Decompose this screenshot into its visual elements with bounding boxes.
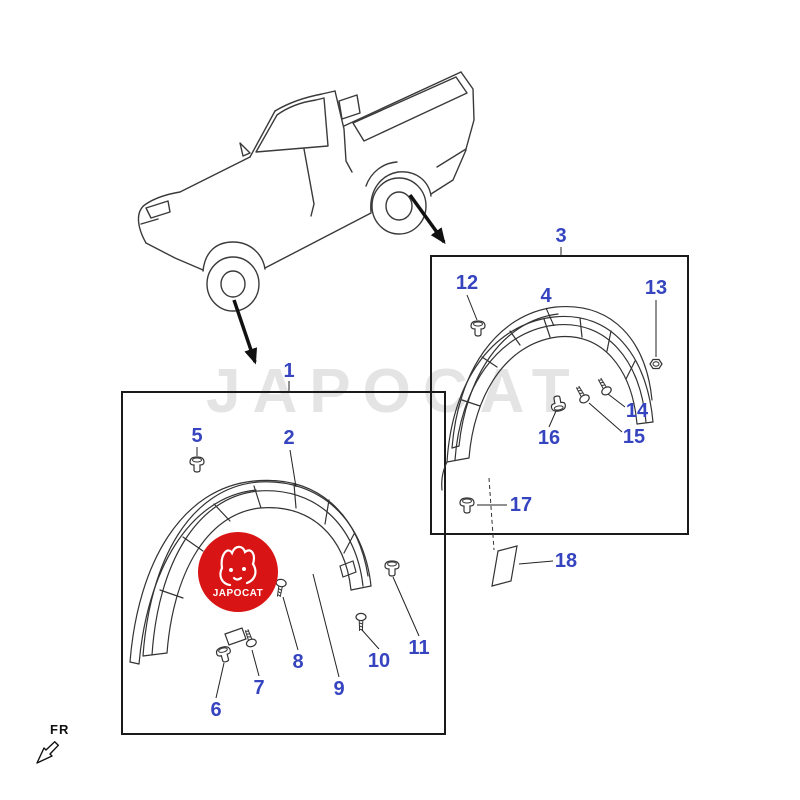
callout-2: 2 — [283, 427, 295, 449]
callout-11: 11 — [408, 637, 430, 659]
cat-icon — [219, 545, 257, 587]
callout-3: 3 — [555, 225, 567, 247]
front-direction-label: FR — [50, 722, 70, 737]
callout-10: 10 — [367, 650, 391, 672]
callout-1: 1 — [283, 360, 295, 382]
leader-lines-rear — [466, 247, 657, 565]
truck-illustration — [137, 71, 475, 312]
detail-box-1 — [121, 391, 446, 735]
callout-15: 15 — [622, 426, 646, 448]
callout-7: 7 — [253, 677, 265, 699]
brand-logo: JAPOCAT — [198, 532, 278, 612]
arch-molding-front — [129, 479, 372, 665]
arch-molding-rear — [441, 306, 654, 491]
callout-8: 8 — [292, 651, 304, 673]
logo-text: JAPOCAT — [213, 588, 264, 599]
arrow-to-box-3 — [408, 193, 446, 245]
mudguard-piece — [491, 545, 518, 587]
reference-dashed-line — [488, 477, 495, 551]
callout-5: 5 — [191, 425, 203, 447]
callout-14: 14 — [625, 400, 649, 422]
detail-box-3 — [430, 255, 689, 535]
arrow-to-box-1 — [232, 299, 258, 365]
callout-12: 12 — [455, 272, 479, 294]
callout-6: 6 — [210, 699, 222, 721]
callout-4: 4 — [540, 285, 552, 307]
callout-13: 13 — [644, 277, 668, 299]
callout-16: 16 — [537, 427, 561, 449]
fr-direction-arrow — [36, 741, 59, 764]
logo-circle — [198, 532, 278, 612]
callout-17: 17 — [509, 494, 533, 516]
callout-18: 18 — [554, 550, 578, 572]
leader-lines-front — [196, 381, 420, 699]
callout-9: 9 — [333, 678, 345, 700]
